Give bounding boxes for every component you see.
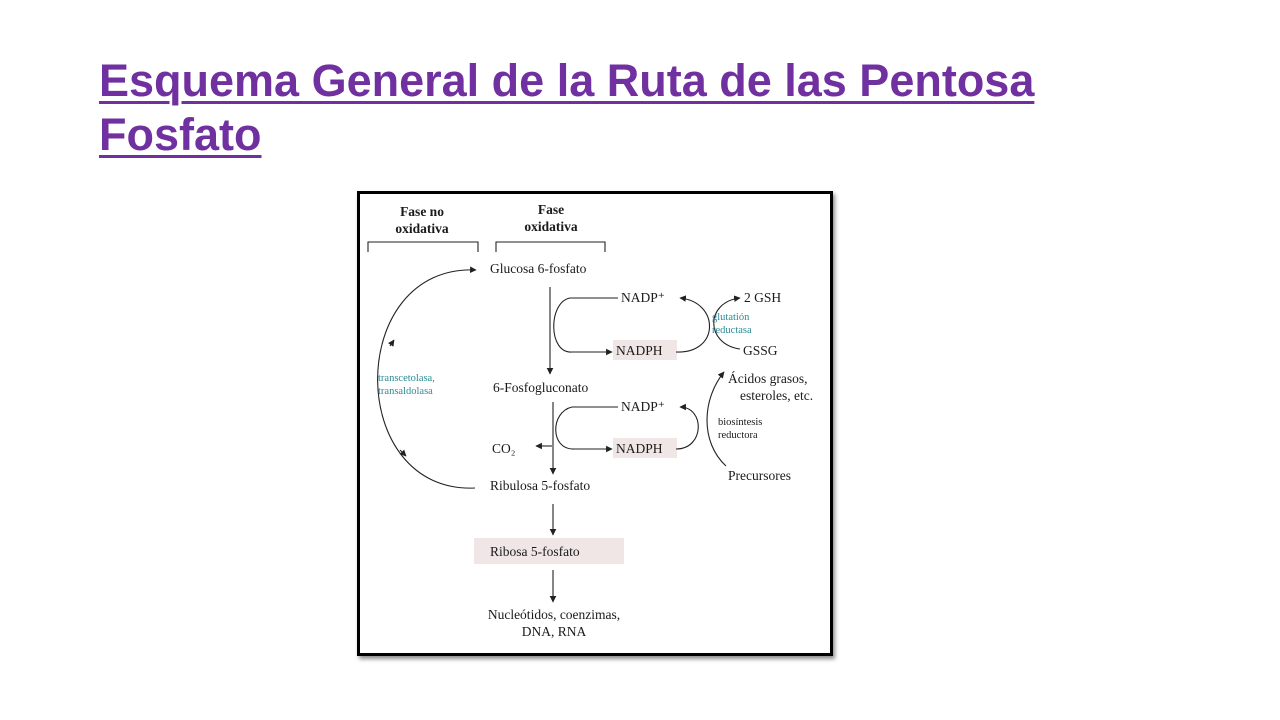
nucleotides-label-1: Nucleótidos, coenzimas,: [488, 607, 620, 622]
ribulose-5-phosphate-label: Ribulosa 5-fosfato: [490, 478, 590, 493]
phase-non-oxidative-label-2: oxidativa: [395, 221, 449, 236]
nadph-2-highlight: [613, 438, 677, 458]
phase-oxidative-label-1: Fase: [538, 202, 564, 217]
phase-non-oxidative-label-1: Fase no: [400, 204, 444, 219]
arc-non-oxidative: [377, 266, 477, 489]
arc-midarrow-top: [387, 339, 395, 347]
co2-label: CO₂: [492, 441, 515, 456]
phase-oxidative-bracket: [495, 241, 606, 252]
precursors-label: Precursores: [728, 468, 791, 483]
nadp-plus-2-label: NADP⁺: [621, 399, 665, 414]
ribose-5-phosphate-label: Ribosa 5-fosfato: [490, 544, 580, 559]
nadph-1-label: NADPH: [616, 343, 663, 358]
nadph-1-highlight: [613, 340, 677, 360]
transketolase-label-1: transcetolasa,: [378, 373, 435, 384]
gsh-label: 2 GSH: [744, 290, 781, 305]
ribose-highlight: [474, 538, 624, 564]
arc-midarrow-bottom: [399, 449, 407, 457]
loop-nadp-nadph-1: [553, 297, 618, 356]
reductive-biosynthesis-label-1: biosíntesis: [718, 417, 762, 428]
glucose-6-phosphate-label: Glucosa 6-fosfato: [490, 261, 587, 276]
reductive-biosynthesis-label-2: reductora: [718, 430, 758, 441]
gssg-label: GSSG: [743, 343, 778, 358]
slide-title: Esquema General de la Ruta de las Pentos…: [99, 55, 1035, 160]
transketolase-label-2: transaldolasa: [378, 386, 433, 397]
glutathione-reductase-label-2: reductasa: [712, 325, 752, 336]
pathway-svg: Fase no oxidativa Fase oxidativa Glucosa…: [367, 202, 813, 639]
pentose-phosphate-diagram: Fase no oxidativa Fase oxidativa Glucosa…: [357, 191, 833, 656]
phase-oxidative-label-2: oxidativa: [524, 219, 578, 234]
nadph-2-label: NADPH: [616, 441, 663, 456]
6-phosphogluconate-label: 6-Fosfogluconato: [493, 380, 588, 395]
loop-gssg-to-gsh: [713, 295, 741, 350]
loop-glutathione: [675, 295, 711, 353]
nadp-plus-1-label: NADP⁺: [621, 290, 665, 305]
loop-biosynthesis: [675, 403, 699, 450]
glutathione-reductase-label-1: glutatión: [712, 312, 750, 323]
fatty-acids-label-2: esteroles, etc.: [740, 388, 813, 403]
phase-non-oxidative-bracket: [367, 241, 479, 252]
arrow-precursors-to-fatty-acids: [706, 371, 727, 467]
loop-nadp-nadph-2: [555, 406, 618, 453]
nucleotides-label-2: DNA, RNA: [522, 624, 587, 639]
fatty-acids-label-1: Ácidos grasos,: [728, 371, 808, 386]
